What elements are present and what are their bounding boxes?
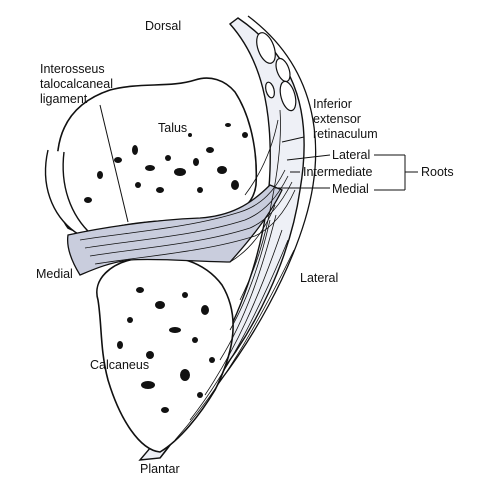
root-intermediate-label: Intermediate xyxy=(303,165,373,179)
leader-lines xyxy=(99,104,418,223)
roots-group-label: Roots xyxy=(421,165,454,179)
orientation-dorsal: Dorsal xyxy=(145,19,182,33)
root-lateral-label: Lateral xyxy=(332,148,371,162)
calcaneus-bone-outline xyxy=(96,255,234,453)
interosseus-ligament-band xyxy=(66,184,283,276)
talus-label: Talus xyxy=(158,121,188,135)
orientation-medial: Medial xyxy=(36,267,73,281)
tendon-sections xyxy=(256,32,297,112)
interosseus-ligament-label: Interosseus talocalcaneal ligament xyxy=(40,62,113,106)
calcaneus-trabeculae xyxy=(117,287,215,413)
talus-trabeculae xyxy=(84,123,248,203)
retinaculum-label: Inferior extensor retinaculum xyxy=(313,97,378,141)
orientation-lateral: Lateral xyxy=(300,271,339,285)
ligament-fibers xyxy=(79,109,296,441)
root-medial-label: Medial xyxy=(332,182,369,196)
calcaneus-label: Calcaneus xyxy=(90,358,150,372)
orientation-plantar: Plantar xyxy=(140,462,180,476)
lateral-soft-tissue xyxy=(138,17,305,461)
